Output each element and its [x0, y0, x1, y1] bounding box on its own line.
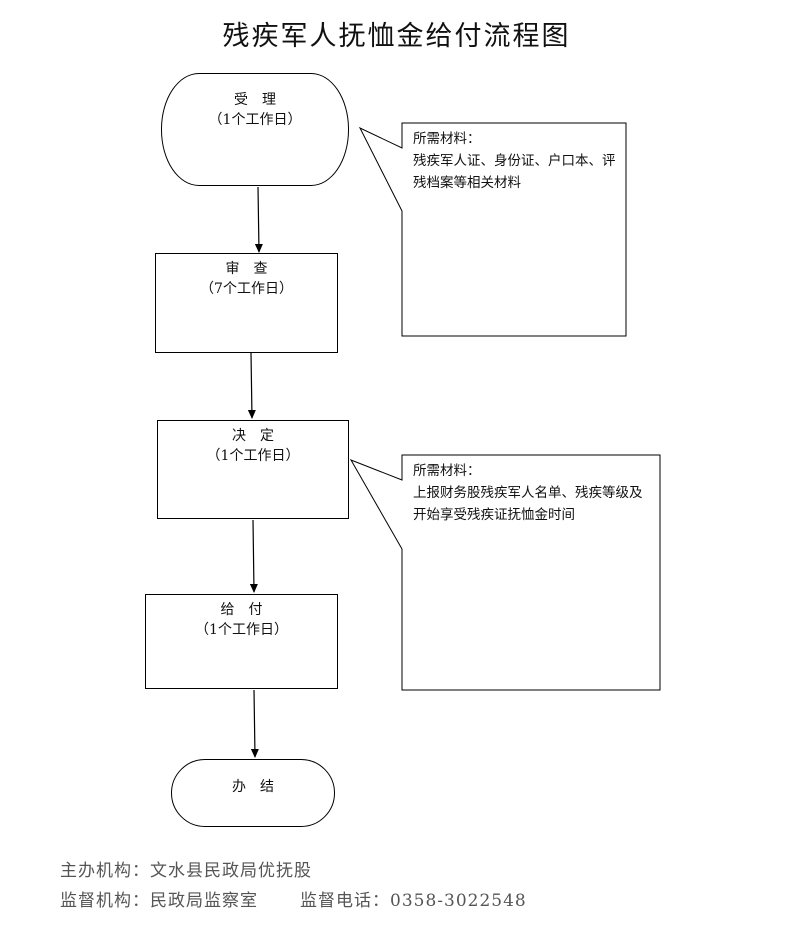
- footer-phone: 监督电话：0358-3022548: [300, 891, 527, 911]
- step-pay-label: 给付: [220, 602, 277, 618]
- step-accept: 受理 （1个工作日）: [161, 73, 349, 186]
- step-review: 审查 （7个工作日）: [155, 253, 338, 353]
- materials-note-1-body: 残疾军人证、身份证、户口本、评残档案等相关材料: [413, 153, 616, 191]
- step-review-label: 审查: [225, 261, 282, 277]
- step-decide: 决定 （1个工作日）: [157, 420, 349, 519]
- step-accept-days: （1个工作日）: [208, 112, 302, 128]
- step-finish: 办结: [171, 759, 335, 827]
- footer-organizer: 主办机构：文水县民政局优抚股: [60, 861, 312, 881]
- footer-supervisor: 监督机构：民政局监察室: [60, 891, 258, 911]
- callout-materials-1: [358, 122, 627, 337]
- step-review-days: （7个工作日）: [200, 281, 293, 297]
- step-pay-days: （1个工作日）: [195, 622, 288, 638]
- arrow-review-to-decide: [247, 352, 256, 419]
- page-title: 残疾军人抚恤金给付流程图: [222, 21, 571, 52]
- arrow-pay-to-finish: [250, 689, 259, 758]
- arrow-decide-to-pay: [249, 519, 258, 593]
- arrow-accept-to-review: [254, 186, 263, 253]
- materials-note-2-body: 上报财务股残疾军人名单、残疾等级及开始享受残疾证抚恤金时间: [413, 485, 643, 523]
- step-decide-label: 决定: [232, 428, 288, 444]
- step-decide-days: （1个工作日）: [206, 448, 300, 464]
- step-finish-label: 办结: [232, 779, 288, 795]
- materials-note-2: 所需材料： 上报财务股残疾军人名单、残疾等级及开始享受残疾证抚恤金时间: [413, 460, 653, 526]
- callout-materials-2: [349, 454, 661, 691]
- materials-note-1-heading: 所需材料：: [413, 131, 481, 147]
- materials-note-1: 所需材料： 残疾军人证、身份证、户口本、评残档案等相关材料: [413, 128, 618, 194]
- step-accept-label: 受理: [234, 92, 290, 108]
- step-pay: 给付 （1个工作日）: [145, 594, 338, 689]
- materials-note-2-heading: 所需材料：: [413, 463, 481, 479]
